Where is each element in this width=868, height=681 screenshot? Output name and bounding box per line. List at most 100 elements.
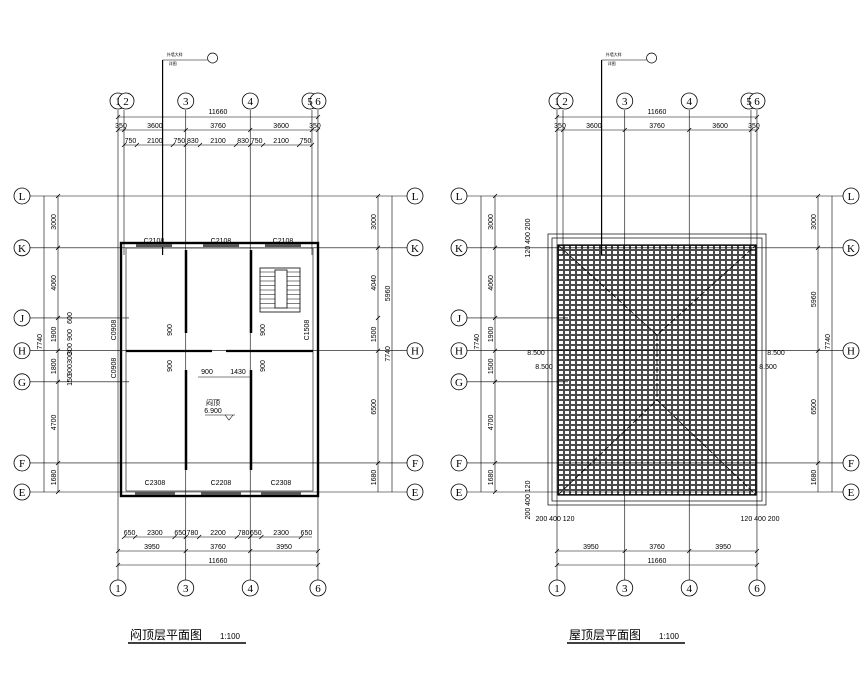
eave-dim-bottom: 200 400 120 (525, 480, 532, 519)
dim-left: 4700 (51, 415, 58, 431)
detail-sub: 详图 (169, 60, 177, 66)
dim-right: 4040 (371, 275, 378, 291)
dim-left: 4060 (51, 275, 58, 291)
axis-label: 3 (183, 583, 189, 595)
axis-circle (13, 239, 31, 257)
dim-right: 3000 (371, 214, 378, 230)
dim-top-mid: 350 (748, 123, 760, 130)
axis-circle (309, 579, 327, 597)
axis-bubble-left-F (13, 454, 31, 472)
dim-bottom-sub: 2200 (210, 530, 226, 537)
inner-dim: 900 (201, 369, 213, 376)
dim-tick (560, 127, 566, 133)
axis-label: 1 (115, 583, 121, 595)
dim-top-sub: 2100 (210, 138, 226, 145)
axis-circle (680, 579, 698, 597)
axis-label: 3 (622, 583, 628, 595)
axis-bubble-top-6 (748, 92, 766, 110)
window-label-side: C0908 (111, 320, 118, 341)
eave-dim-bl: 200 400 120 (536, 516, 575, 523)
dim-tick (492, 460, 498, 466)
dim-tick (754, 114, 760, 120)
dim-top-mid: 350 (115, 123, 127, 130)
axis-circle (842, 454, 860, 472)
dim-tick (686, 548, 692, 554)
axis-circle (109, 579, 127, 597)
axis-circle (842, 483, 860, 501)
axis-circle (13, 309, 31, 327)
window-label-side: C0908 (111, 358, 118, 379)
dim-tick (754, 562, 760, 568)
axis-bubble-bottom-4 (241, 579, 259, 597)
inner-dim: 1430 (230, 369, 246, 376)
exterior-wall-inner (125, 247, 314, 492)
axis-circle (842, 342, 860, 360)
axis-circle (616, 92, 634, 110)
dim-tick (622, 548, 628, 554)
dim-bottom-sub: 650 (301, 530, 313, 537)
dim-tick (754, 127, 760, 133)
dim-tick (375, 315, 381, 321)
axis-label: 1 (115, 96, 121, 108)
dim-tick (132, 534, 138, 540)
dim-bottom-sub: 780 (187, 530, 199, 537)
dim-tick (296, 142, 302, 148)
dim-left: 4060 (488, 275, 495, 291)
dim-right: 1680 (811, 470, 818, 486)
axis-circle (450, 373, 468, 391)
axis-circle (406, 239, 424, 257)
window-label-bottom: C2308 (271, 480, 292, 487)
dim-tick (375, 460, 381, 466)
dim-tick (196, 534, 202, 540)
window-top (203, 244, 239, 247)
dim-bottom-total: 11660 (648, 558, 667, 565)
axis-label: 3 (622, 96, 628, 108)
axis-label: 6 (315, 96, 321, 108)
elevation-label: 8.500 (535, 364, 553, 371)
elevation-label: 8.500 (767, 350, 785, 357)
dim-top-mid: 3600 (712, 123, 728, 130)
axis-label: F (848, 458, 854, 470)
axis-bubble-left-H (13, 342, 31, 360)
dim-tick (247, 142, 253, 148)
window-label-bottom: C2308 (145, 480, 166, 487)
dim-tick (309, 142, 315, 148)
dim-bottom-sub: 650 (250, 530, 262, 537)
dim-tick (554, 548, 560, 554)
axis-circle (13, 454, 31, 472)
dim-tick (183, 142, 189, 148)
axis-bubble-right-K (406, 239, 424, 257)
window-bottom (261, 492, 301, 495)
axis-circle (450, 239, 468, 257)
dim-tick (375, 193, 381, 199)
axis-label: L (412, 191, 419, 203)
axis-circle (748, 92, 766, 110)
dim-left: 1800 (51, 358, 58, 374)
axis-bubble-right-F (842, 454, 860, 472)
axis-circle (406, 187, 424, 205)
axis-circle (13, 187, 31, 205)
dim-tick (315, 562, 321, 568)
dim-left-sub: 300 (67, 343, 74, 355)
axis-label: 6 (754, 583, 760, 595)
axis-bubble-left-G (450, 373, 468, 391)
dim-bottom-mid: 3950 (276, 544, 292, 551)
dim-top-mid: 350 (554, 123, 566, 130)
dim-tick (55, 489, 61, 495)
dim-left-total: 7740 (37, 334, 44, 350)
axis-bubble-top-3 (177, 92, 195, 110)
axis-bubble-right-H (406, 342, 424, 360)
dim-tick (134, 142, 140, 148)
axis-circle (406, 454, 424, 472)
window-top (136, 244, 172, 247)
detail-note: 外墙大样 (606, 51, 622, 57)
axis-bubble-left-J (450, 309, 468, 327)
axis-label: J (457, 313, 462, 325)
dim-left: 1680 (51, 470, 58, 486)
window-label-top: C2108 (211, 238, 232, 245)
dim-left: 1900 (51, 326, 58, 342)
axis-label: 2 (123, 96, 129, 108)
